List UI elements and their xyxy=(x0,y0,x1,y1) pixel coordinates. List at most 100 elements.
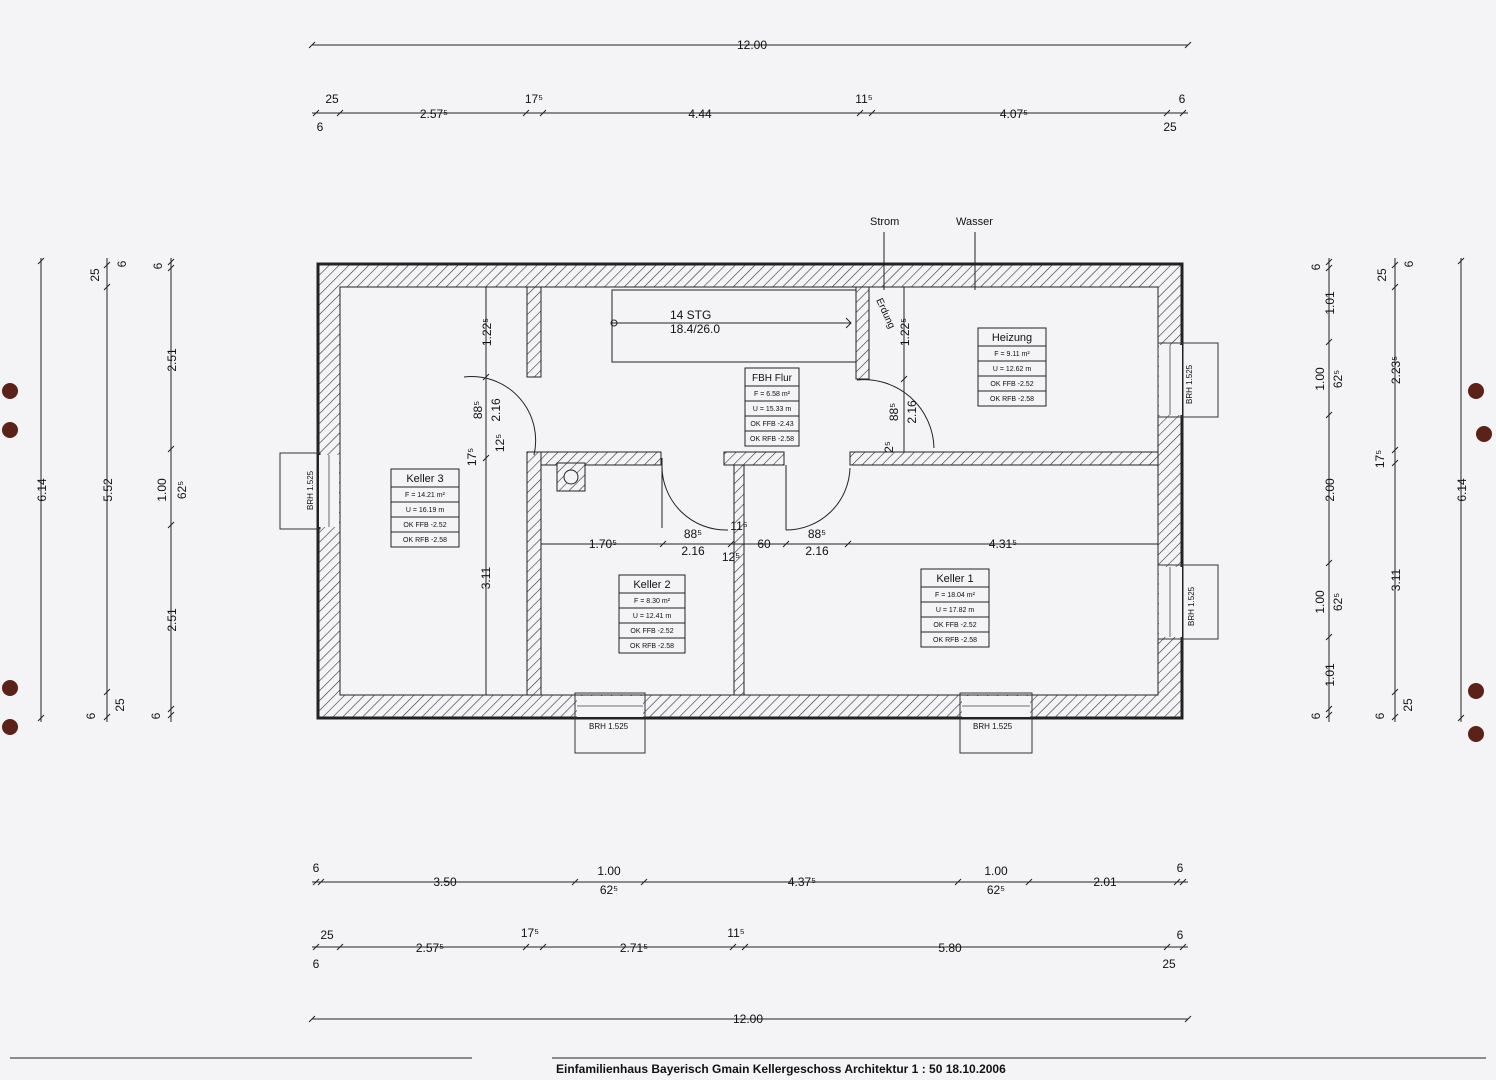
dim-left-1-3: 6 xyxy=(84,712,98,719)
dim-bottom-1-8: 6 xyxy=(1177,861,1184,875)
room-fbh-flur-rfb: OK RFB -2.58 xyxy=(750,436,794,443)
dim-right-total: 6.14 xyxy=(1455,478,1469,502)
dim-left-1-0: 25 xyxy=(88,268,102,282)
dim-left-1-2: 5.52 xyxy=(101,478,115,502)
dim-bottom-2-0: 25 xyxy=(320,928,334,942)
dim-int-4: 12⁵ xyxy=(493,434,507,452)
room-keller-1-name: Keller 1 xyxy=(936,573,973,585)
dim-bottom-2-1: 6 xyxy=(313,957,320,971)
room-fbh-flur-area: F = 6.58 m² xyxy=(754,391,791,398)
dim-top-chain-2: 2.57⁵ xyxy=(420,107,448,121)
dim-int-15: 60 xyxy=(757,537,771,551)
dim-right-2-4: 3.11 xyxy=(1389,568,1403,591)
dim-right-2-0: 25 xyxy=(1375,268,1389,282)
wall-stair-right xyxy=(855,286,870,380)
dim-bottom-total: 12.00 xyxy=(733,1012,763,1026)
dim-right-2-3: 17⁵ xyxy=(1373,450,1387,468)
dim-int-2: 2.16 xyxy=(489,398,503,422)
dim-bottom-2-2: 2.57⁵ xyxy=(416,941,444,955)
room-keller-3-area: F = 14.21 m² xyxy=(405,492,446,499)
room-fbh-flur-name: FBH Flur xyxy=(752,373,793,384)
dim-left-2-0: 6 xyxy=(151,262,165,269)
wall-keller3-keller2-lower xyxy=(526,451,542,696)
room-keller-1-area: F = 18.04 m² xyxy=(935,592,976,599)
dim-int-10: 1.70⁵ xyxy=(589,537,617,551)
dim-top-chain-7: 6 xyxy=(1179,92,1186,106)
dim-left-2-5: 6 xyxy=(149,712,163,719)
label-brh-bottom-right: BRH 1.525 xyxy=(973,722,1013,731)
room-heizung-rfb: OK RFB -2.58 xyxy=(990,396,1034,403)
dim-int-3: 17⁵ xyxy=(465,448,479,466)
dim-left-total: 6.14 xyxy=(35,478,49,502)
dimension-texts: 12.00 25 6 2.57⁵ 17⁵ 4.44 11⁵ 4.07⁵ 6 25… xyxy=(35,38,1469,1026)
walls xyxy=(316,262,1184,720)
dim-bottom-2-6: 5.80 xyxy=(938,941,962,955)
dim-left-1-1: 6 xyxy=(115,260,129,267)
room-keller-2-ffb: OK FFB -2.52 xyxy=(630,628,673,635)
dim-int-8: 2.16 xyxy=(905,400,919,424)
dim-right-1-7: 1.01 xyxy=(1323,663,1337,687)
windows xyxy=(279,342,1219,754)
dim-bottom-1-4: 4.37⁵ xyxy=(788,875,816,889)
dim-int-0: 1.22⁵ xyxy=(480,318,494,346)
dimension-ticks xyxy=(37,41,1465,1023)
room-heizung: Heizung F = 9.11 m² U = 12.62 m OK FFB -… xyxy=(977,327,1047,407)
dim-top-chain-0: 25 xyxy=(325,92,339,106)
label-brh-left: BRH 1.525 xyxy=(306,470,315,510)
dim-int-17: 2.16 xyxy=(805,544,829,558)
dim-bottom-1-5: 1.00 xyxy=(984,864,1008,878)
dim-bottom-1-2: 1.00 xyxy=(597,864,621,878)
room-keller-1-perimeter: U = 17.82 m xyxy=(936,607,974,614)
room-keller-1: Keller 1 F = 18.04 m² U = 17.82 m OK FFB… xyxy=(920,568,990,648)
dim-bottom-1-1: 3.50 xyxy=(433,875,457,889)
label-brh-right-upper: BRH 1.525 xyxy=(1185,364,1194,404)
dim-int-5: 3.11 xyxy=(479,566,493,589)
dim-top-chain-5: 11⁵ xyxy=(855,92,872,106)
wall-keller2-keller1 xyxy=(733,464,745,696)
dim-int-16: 88⁵ xyxy=(808,527,826,541)
dimension-lines xyxy=(40,44,1462,1020)
room-keller-3-name: Keller 3 xyxy=(406,473,443,485)
dim-right-1-3: 62⁵ xyxy=(1331,370,1345,388)
dim-right-1-8: 6 xyxy=(1309,712,1323,719)
label-wasser: Wasser xyxy=(956,216,993,228)
dim-left-1-4: 25 xyxy=(113,698,127,712)
dim-right-1-0: 6 xyxy=(1309,263,1323,270)
room-keller-2-name: Keller 2 xyxy=(633,579,670,591)
room-heizung-name: Heizung xyxy=(992,332,1032,344)
room-keller-3-ffb: OK FFB -2.52 xyxy=(403,522,446,529)
dim-bottom-1-0: 6 xyxy=(313,861,320,875)
dim-bottom-2-3: 17⁵ xyxy=(521,926,539,940)
wall-stair-left xyxy=(526,286,542,378)
room-keller-2-area: F = 8.30 m² xyxy=(634,598,671,605)
dim-top-chain-1: 6 xyxy=(317,120,324,134)
dim-int-11: 88⁵ xyxy=(684,527,702,541)
dim-top-chain-4: 4.44 xyxy=(688,107,712,121)
wall-flur-heizung-keller1 xyxy=(849,451,1159,466)
room-keller-1-ffb: OK FFB -2.52 xyxy=(933,622,976,629)
dim-right-2-2: 2.23⁵ xyxy=(1389,356,1403,384)
room-keller-3-perimeter: U = 16.19 m xyxy=(406,507,444,514)
dim-bottom-2-8: 25 xyxy=(1162,957,1176,971)
label-brh-right-lower: BRH 1.525 xyxy=(1187,586,1196,626)
label-strom: Strom xyxy=(870,216,899,228)
dim-bottom-1-7: 2.01 xyxy=(1093,875,1117,889)
room-fbh-flur-ffb: OK FFB -2.43 xyxy=(750,421,793,428)
wall-flur-mid xyxy=(723,451,785,466)
room-keller-3: Keller 3 F = 14.21 m² U = 16.19 m OK FFB… xyxy=(390,468,460,548)
label-brh-bottom-left: BRH 1.525 xyxy=(589,722,629,731)
dim-bottom-1-3: 62⁵ xyxy=(600,883,618,897)
wall-flur-keller2 xyxy=(540,451,662,466)
label-erdung: Erdung xyxy=(873,297,897,331)
dim-int-14: 12⁵ xyxy=(722,550,740,564)
room-heizung-perimeter: U = 12.62 m xyxy=(993,366,1031,373)
binder-holes xyxy=(2,383,1492,742)
dim-bottom-2-7: 6 xyxy=(1177,928,1184,942)
dim-left-2-3: 62⁵ xyxy=(175,481,189,499)
dim-int-18: 4.31⁵ xyxy=(989,537,1017,551)
room-keller-2-rfb: OK RFB -2.58 xyxy=(630,643,674,650)
room-keller-1-rfb: OK RFB -2.58 xyxy=(933,637,977,644)
room-heizung-area: F = 9.11 m² xyxy=(994,351,1030,358)
room-keller-2: Keller 2 F = 8.30 m² U = 12.41 m OK FFB … xyxy=(618,574,686,654)
